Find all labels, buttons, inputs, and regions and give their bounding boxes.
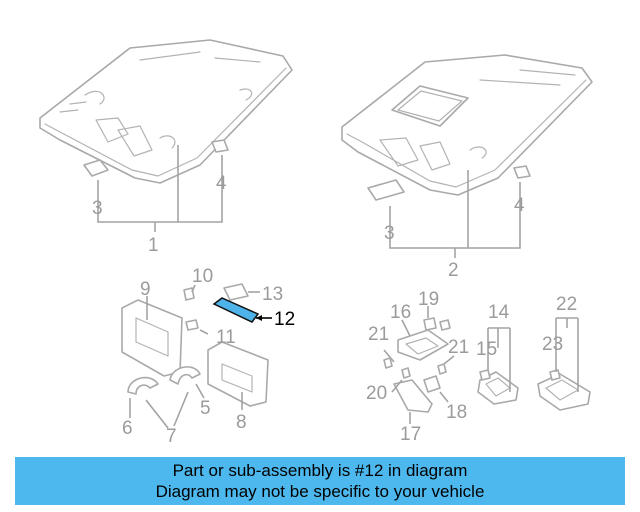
- callout-7: 7: [166, 426, 177, 447]
- callout-14: 14: [488, 302, 510, 323]
- mirror-part-12-highlighted: [212, 297, 272, 323]
- pad-3-right: [367, 179, 405, 201]
- pad-3-left: [83, 159, 109, 177]
- callout-23: 23: [542, 334, 563, 355]
- callout-18: 18: [446, 402, 467, 423]
- callout-1: 1: [148, 235, 159, 256]
- callout-15: 15: [476, 339, 497, 360]
- lamp-16: [397, 319, 449, 361]
- callout-13: 13: [262, 284, 283, 305]
- callout-17: 17: [400, 424, 421, 445]
- callout-4-right: 4: [514, 195, 525, 216]
- callout-3-right: 3: [384, 223, 395, 244]
- lamp-22: [537, 317, 591, 411]
- banner-line-part-number: Part or sub-assembly is #12 in diagram: [172, 461, 468, 480]
- screw-20-21: [383, 349, 455, 393]
- sunvisor-8: [207, 341, 269, 410]
- callout-10: 10: [192, 266, 213, 287]
- callout-5: 5: [200, 398, 211, 419]
- callout-8: 8: [236, 412, 247, 433]
- callout-22: 22: [556, 294, 577, 315]
- callout-4-left: 4: [216, 173, 227, 194]
- callout-3-left: 3: [92, 198, 103, 219]
- clip-11: [185, 319, 209, 335]
- info-banner: Part or sub-assembly is #12 in diagram D…: [15, 457, 625, 505]
- callout-16: 16: [390, 302, 411, 323]
- grab-handle-5-7: [169, 366, 205, 427]
- banner-line-disclaimer: Diagram may not be specific to your vehi…: [155, 482, 485, 501]
- callout-12-highlighted: 12: [274, 309, 295, 330]
- callout-11: 11: [216, 327, 236, 348]
- bulb-19: [423, 306, 451, 331]
- leaders-headliner-1: [97, 145, 223, 232]
- leaders-headliner-2: [389, 170, 521, 258]
- callout-2: 2: [448, 260, 459, 281]
- hook-10: [183, 284, 196, 301]
- lamp-4-right: [513, 165, 531, 179]
- callout-19: 19: [418, 289, 439, 310]
- bracket-13: [223, 283, 260, 301]
- headliner-part-1: [39, 39, 293, 184]
- grab-handle-6-7: [127, 376, 169, 429]
- sunvisor-9: [121, 296, 183, 377]
- lamp-14: [477, 327, 519, 405]
- callout-20: 20: [366, 383, 387, 404]
- cap-18: [423, 375, 449, 403]
- bracket-17: [393, 379, 433, 424]
- lamp-4-left: [211, 139, 229, 153]
- headliner-part-2: [341, 54, 593, 196]
- callout-21-right: 21: [448, 337, 469, 358]
- callout-9: 9: [140, 279, 151, 300]
- callout-labels: 1 3 4 2 3 4 9 10 13 12 11 5 6 7 8 19 16 …: [92, 173, 577, 447]
- callout-21-left: 21: [368, 324, 389, 345]
- parts-diagram: 1 3 4 2 3 4 9 10 13 12 11 5 6 7 8 19 16 …: [39, 39, 593, 447]
- callout-6: 6: [122, 418, 133, 439]
